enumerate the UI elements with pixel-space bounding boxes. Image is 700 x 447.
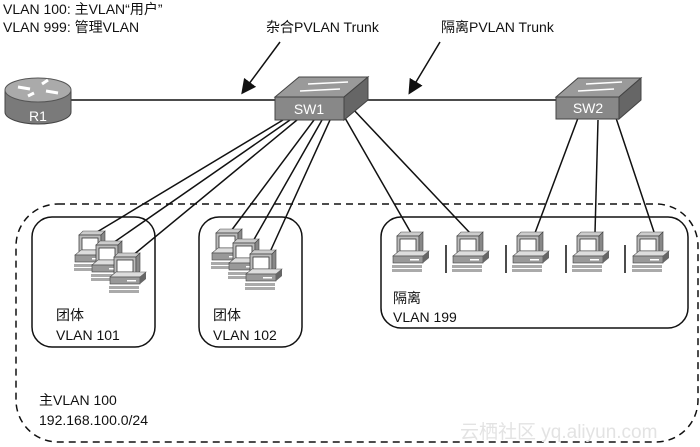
link-sw1-pc bbox=[351, 107, 471, 234]
switch-sw1: SW1 bbox=[273, 75, 370, 122]
switch-icon bbox=[274, 96, 345, 121]
pc-icon bbox=[244, 249, 283, 291]
switch-arrows-icon bbox=[577, 81, 623, 92]
community1-type: 团体 bbox=[56, 307, 84, 323]
legend-vlan100: VLAN 100: 主VLAN“用户” bbox=[3, 1, 163, 17]
router-r1: R1 bbox=[4, 77, 72, 125]
pc-icon bbox=[631, 231, 670, 273]
pc-icon bbox=[391, 231, 430, 273]
router-icon bbox=[4, 77, 72, 103]
link-sw1-pc bbox=[109, 119, 291, 246]
community2-vlan: VLAN 102 bbox=[213, 327, 277, 343]
community-vlan-102-box bbox=[198, 216, 303, 348]
switch1-label: SW1 bbox=[294, 101, 325, 117]
link-sw1-pc bbox=[227, 119, 315, 236]
pc-group-vlan199 bbox=[391, 231, 670, 273]
pc-group-vlan101 bbox=[73, 230, 147, 294]
pc-group-vlan102 bbox=[210, 228, 283, 291]
community2-type: 团体 bbox=[213, 307, 241, 323]
isolated-vlan: VLAN 199 bbox=[393, 309, 457, 325]
isolated-vlan-199-box bbox=[380, 216, 689, 329]
link-sw1-pc bbox=[91, 119, 284, 236]
link-sw2-pc bbox=[534, 117, 579, 234]
promiscuous-trunk-label: 杂合PVLAN Trunk bbox=[266, 19, 380, 35]
community-vlan-101-box bbox=[31, 216, 156, 348]
watermark: 云栖社区 yq.aliyun.com bbox=[460, 421, 657, 443]
switch-arrows-icon bbox=[299, 81, 349, 92]
switch-sw2: SW2 bbox=[554, 76, 643, 121]
router-label: R1 bbox=[29, 108, 47, 124]
router-arrows-icon bbox=[17, 78, 59, 98]
pc-icon bbox=[108, 252, 147, 294]
link-sw2-pc bbox=[594, 119, 599, 234]
pc-icon bbox=[511, 231, 550, 273]
legend-vlan999: VLAN 999: 管理VLAN bbox=[3, 19, 139, 35]
primary-subnet: 192.168.100.0/24 bbox=[39, 412, 148, 428]
link-sw2-pc bbox=[615, 117, 655, 233]
arrow-promiscuous-trunk bbox=[241, 41, 281, 95]
pc-icon bbox=[571, 231, 610, 273]
pc-icon bbox=[451, 231, 490, 273]
arrow-isolated-trunk bbox=[408, 41, 441, 95]
link-sw1-pc bbox=[269, 119, 331, 253]
isolated-trunk-label: 隔离PVLAN Trunk bbox=[441, 19, 555, 35]
link-sw1-pc bbox=[344, 117, 412, 234]
primary-vlan-label: 主VLAN 100 bbox=[39, 392, 117, 408]
link-sw1-pc bbox=[251, 119, 323, 244]
isolated-type: 隔离 bbox=[393, 290, 421, 306]
isolation-separators bbox=[445, 245, 626, 273]
switch-icon bbox=[555, 96, 620, 120]
primary-vlan-zone bbox=[15, 203, 699, 443]
community1-vlan: VLAN 101 bbox=[56, 327, 120, 343]
links bbox=[70, 99, 655, 257]
switch2-label: SW2 bbox=[573, 100, 604, 116]
link-sw1-pc bbox=[131, 119, 298, 257]
